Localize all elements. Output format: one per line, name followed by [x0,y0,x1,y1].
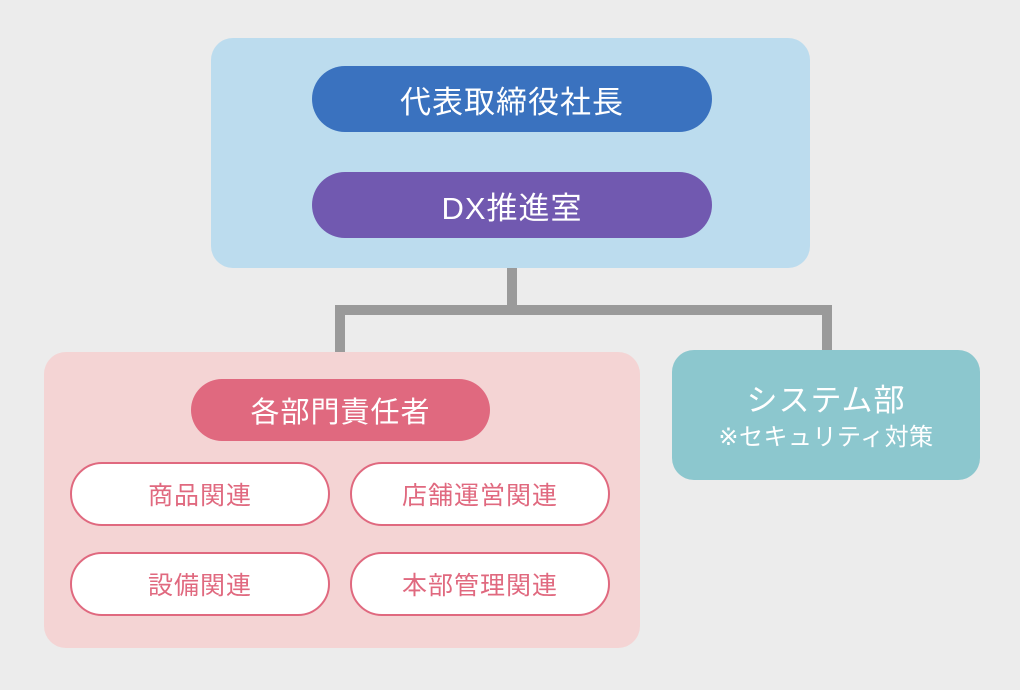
node-department-headquarters-management[interactable]: 本部管理関連 [350,552,610,616]
connector-horizontal-bar [335,305,832,315]
system-department-note: ※セキュリティ対策 [718,423,934,451]
connector-leg-departments [335,305,345,357]
connector-dx-to-branch [507,237,517,315]
node-system-department[interactable]: システム部 ※セキュリティ対策 [672,350,980,480]
system-department-title: システム部 [746,383,906,419]
node-department-facilities[interactable]: 設備関連 [70,552,330,616]
node-department-heads[interactable]: 各部門責任者 [191,379,490,441]
node-ceo[interactable]: 代表取締役社長 [312,66,712,132]
node-department-product[interactable]: 商品関連 [70,462,330,526]
connector-leg-system [822,305,832,357]
node-dx-promotion-office[interactable]: DX推進室 [312,172,712,238]
node-department-store-operations[interactable]: 店舗運営関連 [350,462,610,526]
